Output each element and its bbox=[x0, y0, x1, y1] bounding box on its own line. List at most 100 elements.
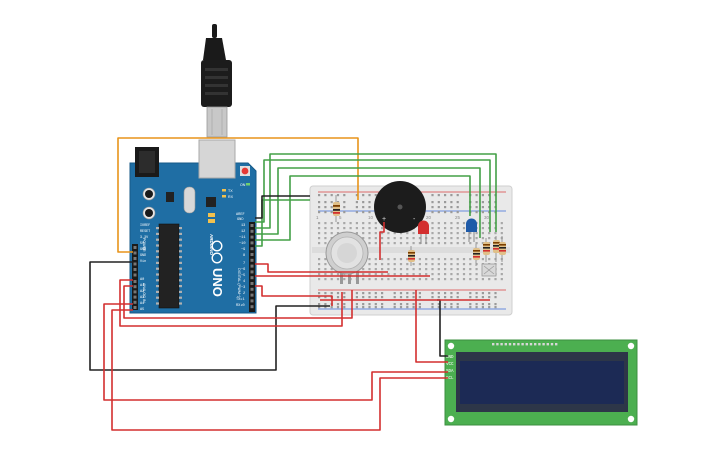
rail-hole bbox=[330, 201, 333, 204]
rail-hole bbox=[406, 296, 409, 299]
terminal-hole bbox=[318, 227, 321, 230]
header-pin bbox=[133, 268, 137, 271]
rail-hole bbox=[368, 303, 371, 306]
header-pin bbox=[250, 287, 254, 291]
header-pin bbox=[250, 299, 254, 303]
terminal-hole bbox=[475, 268, 478, 271]
pin-label-4: 4 bbox=[243, 280, 245, 284]
rail-hole bbox=[437, 296, 440, 299]
terminal-hole bbox=[462, 278, 466, 281]
breadboard-col-25: 25 bbox=[455, 215, 461, 220]
terminal-hole bbox=[444, 237, 447, 240]
terminal-hole bbox=[318, 258, 321, 261]
header-pin bbox=[250, 258, 254, 262]
header-pin bbox=[250, 293, 254, 297]
pin-label-10: ~10 bbox=[239, 242, 245, 246]
terminal-hole bbox=[462, 268, 466, 271]
lcd-pin-hole bbox=[534, 343, 537, 346]
terminal-hole bbox=[437, 232, 440, 235]
terminal-hole bbox=[456, 268, 459, 271]
terminal-hole bbox=[330, 278, 333, 281]
rail-hole bbox=[444, 194, 447, 197]
rail-hole bbox=[324, 303, 327, 306]
terminal-hole bbox=[362, 268, 365, 271]
rail-hole bbox=[431, 296, 434, 299]
rail-hole bbox=[481, 201, 484, 204]
terminal-hole bbox=[425, 268, 428, 271]
rail-hole bbox=[481, 194, 484, 197]
digital-pin-labels: AREF GND 13 12 ~11 ~10 ~9 8 7 ~6 ~5 4 ~3… bbox=[236, 213, 245, 308]
rail-hole bbox=[431, 206, 434, 209]
terminal-hole bbox=[362, 222, 365, 225]
rail-hole bbox=[374, 303, 377, 306]
blue-led bbox=[466, 218, 477, 242]
rail-hole bbox=[368, 306, 371, 309]
terminal-hole bbox=[469, 268, 472, 271]
red-led bbox=[418, 220, 429, 244]
terminal-hole bbox=[450, 222, 453, 225]
tactile-switch bbox=[481, 263, 497, 277]
rail-hole bbox=[412, 296, 415, 299]
lcd-pin-hole bbox=[538, 343, 541, 346]
terminal-hole bbox=[399, 278, 403, 281]
usb-cable bbox=[201, 24, 232, 138]
rail-hole bbox=[418, 296, 421, 299]
terminal-hole bbox=[349, 227, 352, 230]
terminal-hole bbox=[324, 263, 327, 266]
rail-hole bbox=[368, 292, 371, 295]
header-pin bbox=[133, 295, 137, 299]
terminal-hole bbox=[381, 263, 384, 266]
breadboard-col-20: 20 bbox=[426, 215, 432, 220]
lcd-pin-vcc: VCC bbox=[446, 363, 454, 367]
terminal-hole bbox=[374, 278, 377, 281]
rail-hole bbox=[330, 306, 333, 309]
terminal-hole bbox=[418, 258, 421, 261]
header-pin bbox=[250, 253, 254, 256]
terminal-hole bbox=[374, 268, 377, 271]
rail-hole bbox=[330, 206, 333, 209]
terminal-hole bbox=[368, 278, 371, 281]
chip-leg bbox=[179, 244, 182, 247]
rail-hole bbox=[374, 194, 377, 197]
rail-hole bbox=[399, 292, 403, 295]
rail-hole bbox=[368, 201, 371, 204]
terminal-hole bbox=[330, 268, 333, 271]
lcd-screen bbox=[460, 361, 624, 404]
lcd-pin-hole bbox=[492, 343, 495, 346]
rail-hole bbox=[318, 292, 321, 295]
rail-hole bbox=[444, 303, 447, 306]
terminal-hole bbox=[324, 227, 327, 230]
terminal-hole bbox=[399, 232, 403, 235]
rail-hole bbox=[437, 206, 440, 209]
rail-hole bbox=[330, 292, 333, 295]
chip-leg bbox=[179, 250, 182, 253]
rail-hole bbox=[362, 292, 365, 295]
terminal-hole bbox=[456, 232, 459, 235]
rail-hole bbox=[318, 194, 321, 197]
pin-label-6: ~6 bbox=[241, 268, 245, 272]
terminal-hole bbox=[475, 263, 478, 266]
terminal-hole bbox=[387, 242, 390, 245]
rail-hole bbox=[399, 306, 403, 309]
rail-hole bbox=[343, 201, 346, 204]
terminal-hole bbox=[399, 263, 403, 266]
wire-red-buzzer bbox=[379, 222, 385, 260]
arduino-uno-board: ARDUINO UNO DIGITAL (PWM~) POWER ANALOG … bbox=[129, 139, 257, 314]
resistor-2 bbox=[408, 246, 415, 266]
terminal-hole bbox=[431, 258, 434, 261]
pin-label-a1: A1 bbox=[140, 284, 144, 288]
terminal-hole bbox=[406, 273, 409, 276]
terminal-hole bbox=[462, 232, 466, 235]
rail-hole bbox=[437, 211, 440, 214]
terminal-hole bbox=[456, 237, 459, 240]
header-pin bbox=[250, 224, 254, 227]
pin-label-aref: AREF bbox=[236, 213, 245, 217]
terminal-hole bbox=[475, 278, 478, 281]
rail-hole bbox=[475, 296, 478, 299]
terminal-hole bbox=[444, 232, 447, 235]
rail-hole bbox=[324, 194, 327, 197]
rail-hole bbox=[475, 303, 478, 306]
chip-leg bbox=[179, 296, 182, 299]
atmega-chip-pins bbox=[156, 227, 182, 305]
terminal-hole bbox=[444, 258, 447, 261]
